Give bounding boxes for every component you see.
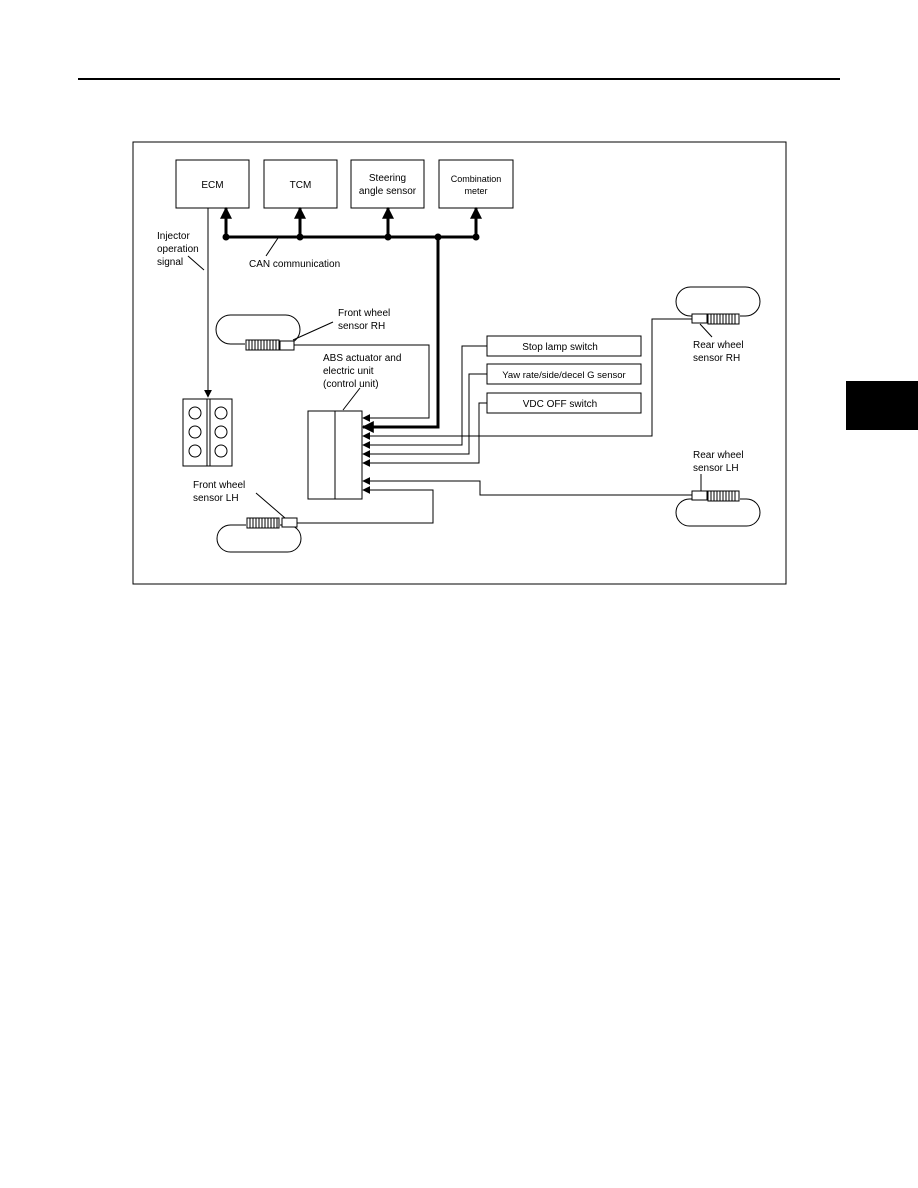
- section-tab: [846, 381, 918, 430]
- tcm-label: TCM: [290, 180, 312, 191]
- ecm-module: ECM: [175, 159, 250, 209]
- rear-rh-label-leader: [699, 323, 713, 338]
- injector-label-line3: signal: [157, 257, 183, 268]
- abs-label-line2: electric unit: [323, 366, 374, 377]
- injector-label-line1: Injector: [157, 231, 190, 242]
- front-wheel-rh-label-line1: Front wheel: [338, 308, 390, 319]
- stop-lamp-switch-label: Stop lamp switch: [522, 342, 598, 353]
- combination-label-line2: meter: [464, 186, 487, 196]
- tcm-module: TCM: [263, 159, 338, 209]
- yaw-rate-sensor-label: Yaw rate/side/decel G sensor: [502, 370, 625, 381]
- combination-meter-module: Combination meter: [438, 159, 514, 209]
- stop-lamp-switch: Stop lamp switch: [486, 335, 642, 357]
- rear-wheel-lh: [675, 489, 761, 527]
- front-lh-label-leader: [255, 492, 286, 519]
- steering-label-line1: Steering: [369, 173, 406, 184]
- front-rh-label-leader: [292, 321, 334, 341]
- front-wheel-lh-label-line2: sensor LH: [193, 493, 239, 504]
- can-communication-label: CAN communication: [249, 259, 340, 270]
- injector-label-line2: operation: [157, 244, 199, 255]
- rear-wheel-lh-label-line1: Rear wheel: [693, 450, 744, 461]
- abs-input-lines: [289, 318, 692, 524]
- vdc-off-switch: VDC OFF switch: [486, 392, 642, 414]
- front-wheel-lh: [216, 516, 302, 553]
- diagram-frame: [132, 141, 787, 585]
- page-header-rule: [78, 78, 840, 80]
- abs-label-line1: ABS actuator and: [323, 353, 401, 364]
- combination-label-line1: Combination: [451, 174, 502, 184]
- steering-label-line2: angle sensor: [359, 186, 417, 197]
- can-bus: [220, 206, 482, 433]
- front-wheel-lh-label-line1: Front wheel: [193, 480, 245, 491]
- front-wheel-rh: [215, 314, 301, 352]
- abs-label-line3: (control unit): [323, 379, 379, 390]
- abs-actuator-unit: [307, 410, 363, 500]
- rear-wheel-rh-label-line1: Rear wheel: [693, 340, 744, 351]
- rear-wheel-lh-label-line2: sensor LH: [693, 463, 739, 474]
- yaw-rate-sensor: Yaw rate/side/decel G sensor: [486, 363, 642, 385]
- rear-wheel-rh-label-line2: sensor RH: [693, 353, 740, 364]
- steering-angle-sensor-module: Steering angle sensor: [350, 159, 425, 209]
- vdc-off-switch-label: VDC OFF switch: [523, 399, 597, 410]
- engine-injectors: [182, 398, 233, 467]
- injector-label-leader: [187, 255, 205, 271]
- ecm-label: ECM: [201, 180, 223, 191]
- can-label-leader: [265, 237, 279, 257]
- rear-wheel-rh: [675, 286, 761, 325]
- front-wheel-rh-label-line2: sensor RH: [338, 321, 385, 332]
- abs-label-leader: [342, 387, 361, 411]
